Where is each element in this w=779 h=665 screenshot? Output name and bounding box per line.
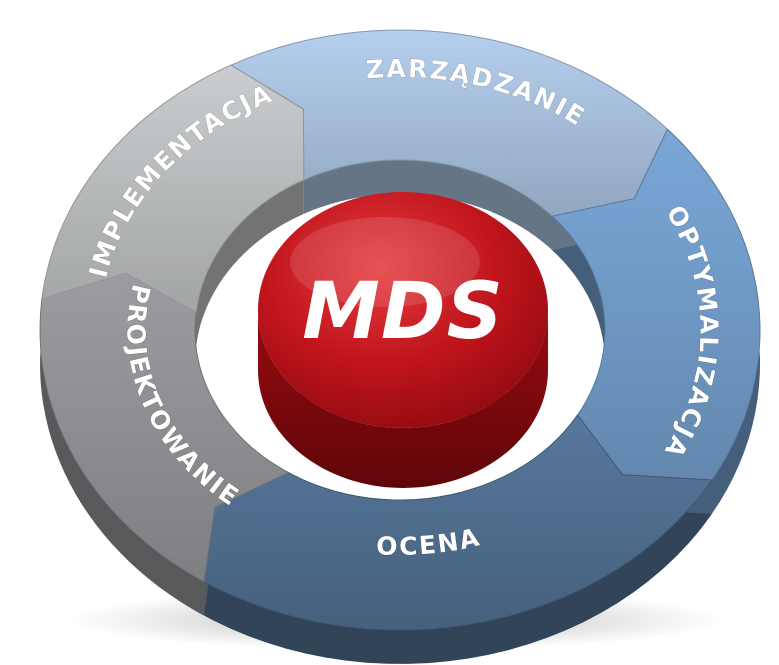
hub-side xyxy=(258,310,548,488)
hub-label: MDS xyxy=(302,267,504,357)
segment-arrow-5 xyxy=(40,64,305,313)
hub-top xyxy=(258,192,548,428)
center-hub: MDS xyxy=(258,192,548,488)
ring-segments xyxy=(39,29,761,631)
hub-highlight xyxy=(290,217,480,307)
